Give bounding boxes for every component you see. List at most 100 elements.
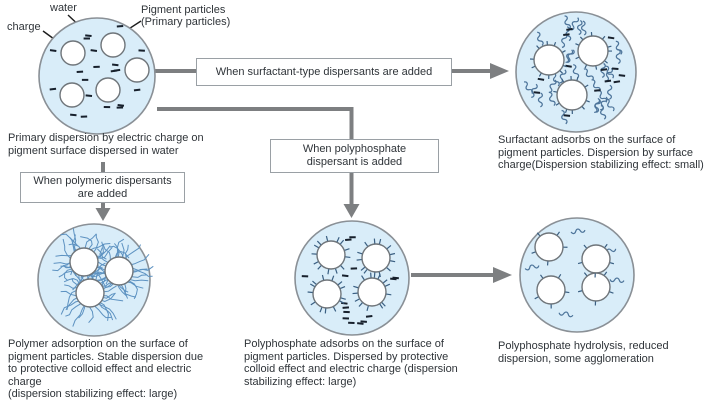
polymer-strand [130,253,150,266]
surfactant-molecule [559,69,567,84]
surfactant-molecule [615,48,621,65]
charge-minus [563,33,570,36]
pigment-particle [581,272,611,302]
surfactant-molecule [570,17,580,31]
surfactant-molecule [609,277,625,283]
charge-minus [611,67,619,70]
polymer-strand [114,243,120,259]
polyphosphate-process-box: When polyphosphate dispersant is added [270,139,439,173]
surfactant-molecule [607,84,613,100]
pigment-particle [581,244,611,274]
polymer-strand [102,295,124,302]
polymer-strand [116,283,128,297]
surfactant-molecule [576,20,583,36]
charge-minus [613,80,621,84]
caption-surfactant-result: Surfactant adsorbs on the surface of pig… [498,134,704,171]
charge-minus [85,34,92,37]
polymer-strand [124,244,129,261]
polymer-strand [102,285,117,293]
charge-minus [350,267,358,270]
surfactant-molecule [561,109,568,125]
charge-minus [533,91,541,94]
pigment-particle [533,44,565,76]
polymer-strand [100,292,116,303]
polymer-strand [64,268,74,281]
charge-minus [566,27,573,31]
polymer-strand [123,244,141,260]
polymeric-process-box: When polymeric dispersants are added [20,172,185,203]
charge-minus [341,274,349,278]
circle-polyphosphate [294,220,410,336]
pigment-particle [69,247,99,277]
charge-minus [349,236,356,239]
polymer-strand [66,289,78,310]
surfactant-molecule [548,79,557,93]
charge-minus [345,238,352,241]
charge-minus [537,77,545,81]
surfactant-molecule [583,68,594,81]
caption-polymer-result: Polymer adsorption on the surface of pig… [8,338,204,400]
surfactant-molecule [572,64,580,79]
polymer-strand [126,281,144,289]
surfactant-molecule [566,49,575,63]
charge-minus [85,94,93,97]
charge-minus [390,277,397,281]
pigment-particle [312,279,342,309]
surfactant-process-box: When surfactant-type dispersants are add… [196,58,452,86]
pigment-particle [361,243,391,273]
circle-surfactant [515,11,637,133]
polymer-strand [64,284,79,289]
polymer-strand [96,241,104,261]
charge-minus [81,78,89,81]
polymer-strand [88,305,94,324]
charge-minus [563,114,571,117]
water-label: water [50,2,77,14]
polymer-strand [131,265,154,271]
surfactant-molecule [524,264,540,271]
polymer-strand [95,245,111,257]
charge-minus [342,317,350,320]
charge-minus [301,275,309,278]
polymer-strand [128,278,149,282]
charge-minus [116,106,124,109]
circle-polymer [37,223,154,337]
charge-minus [90,49,98,53]
surfactant-molecule [591,79,601,92]
pigment-particle [75,278,105,308]
surfactant-molecule [564,15,571,30]
polymer-strand [98,301,109,321]
charge-minus [357,322,364,325]
polymer-strand [72,304,86,327]
polymer-strand [63,278,81,285]
surfactant-molecule [549,91,556,106]
pigment-particle [534,232,564,262]
charge-minus [117,104,125,107]
charge-minus [604,79,612,83]
surfactant-molecule [615,40,623,55]
polymer-strand [55,254,73,257]
polymer-strand [78,304,86,319]
pigment-particles-label: Pigment particles (Primary particles) [141,4,231,28]
polymer-strand [96,303,117,320]
pigment-particle [124,57,150,83]
pigment-particle [577,35,609,67]
surfactant-molecule [605,98,615,112]
charge-minus [110,69,118,73]
charge-minus [343,310,350,314]
charge-minus [133,88,141,92]
charge-minus [618,74,626,77]
polymer-strand [60,290,78,297]
circle-hydrolysis [519,217,635,333]
caption-polyphosphate-result: Polyphosphate adsorbs on the surface of … [244,338,458,388]
charge-minus [342,306,350,309]
polymer-strand [68,243,82,250]
charge-minus [138,49,145,52]
charge-minus [116,24,124,28]
polymer-strand [89,266,103,277]
charge-minus [600,68,608,72]
charge-minus [70,113,77,117]
polymer-strand [72,270,85,283]
surfactant-molecule [605,67,613,82]
